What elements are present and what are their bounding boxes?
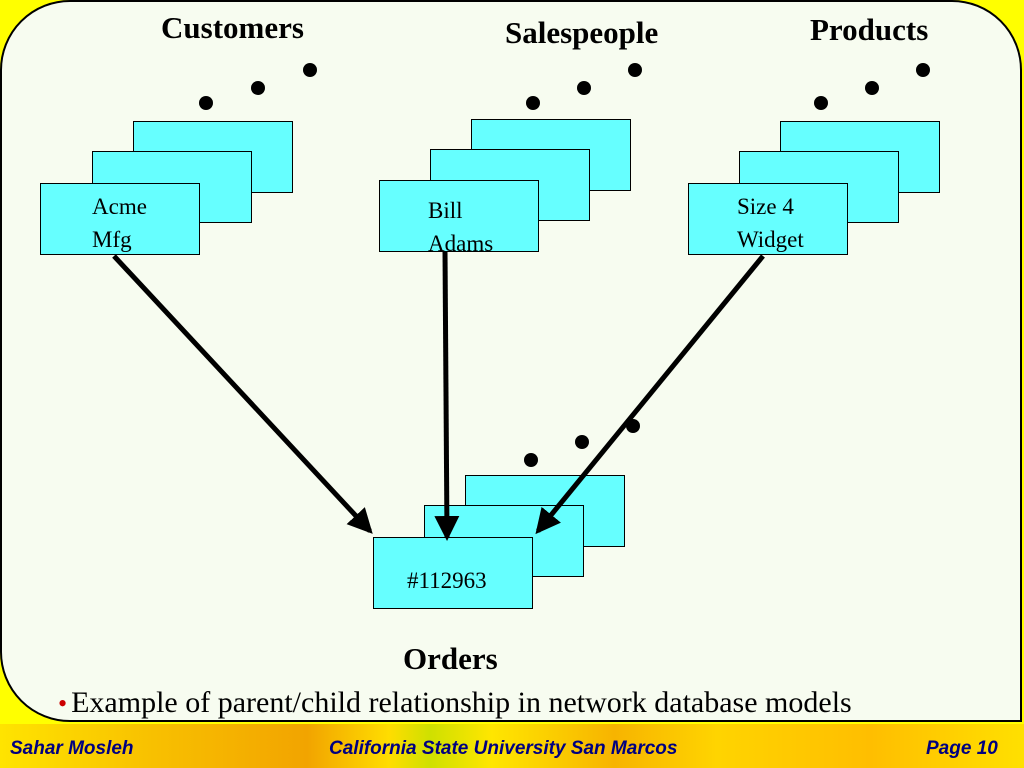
product-record-label: Size 4 Widget [737, 194, 804, 252]
customers-heading: Customers [161, 10, 304, 45]
order-record-label: #112963 [407, 568, 487, 593]
salespeople-ellipsis-dot [577, 81, 591, 95]
slide-caption: •Example of parent/child relationship in… [58, 686, 852, 720]
orders-ellipsis-dot [524, 453, 538, 467]
customer-record-card [40, 183, 200, 255]
salespeople-heading: Salespeople [505, 15, 659, 50]
products-ellipsis-dot [916, 63, 930, 77]
salesperson-record-card [379, 180, 539, 252]
products-heading: Products [810, 12, 929, 47]
salesperson-record-label: Bill Adams [428, 198, 494, 256]
footer-bar [0, 724, 1024, 768]
orders-heading: Orders [403, 641, 498, 676]
customers-ellipsis-dot [199, 96, 213, 110]
customers-ellipsis-dot [303, 63, 317, 77]
customers-ellipsis-dot [251, 81, 265, 95]
products-ellipsis-dot [865, 81, 879, 95]
bullet-icon: • [58, 689, 68, 718]
order-record-card [373, 537, 533, 609]
customer-record-label: Acme Mfg [92, 194, 147, 252]
orders-ellipsis-dot [575, 435, 589, 449]
footer-page-number: 10 [976, 738, 998, 759]
products-ellipsis-dot [814, 96, 828, 110]
footer-page: Page 10 [926, 738, 998, 760]
footer-page-label: Page [926, 738, 972, 759]
salespeople-ellipsis-dot [526, 96, 540, 110]
slide-panel [0, 0, 1022, 722]
caption-text: Example of parent/child relationship in … [71, 686, 852, 719]
footer-author: Sahar Mosleh [10, 738, 134, 759]
product-record-card [688, 183, 848, 255]
footer-institution: California State University San Marcos [329, 738, 678, 759]
orders-ellipsis-dot [626, 419, 640, 433]
salespeople-ellipsis-dot [628, 63, 642, 77]
